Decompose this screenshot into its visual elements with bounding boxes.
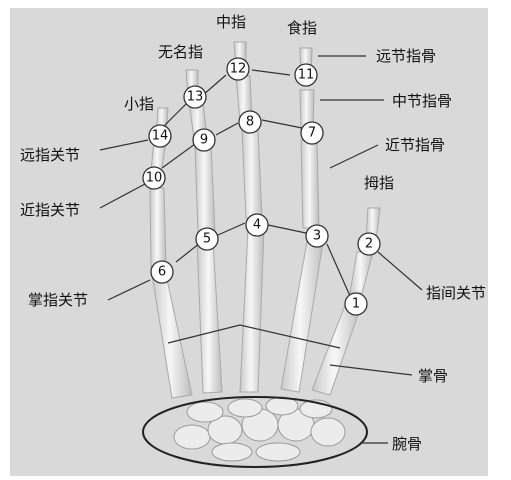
joint-marker-13: 13 — [184, 86, 206, 108]
svg-text:5: 5 — [203, 232, 211, 247]
joint-marker-9: 9 — [193, 129, 215, 151]
label-middle-finger: 中指 — [216, 13, 246, 31]
joint-marker-14: 14 — [149, 125, 171, 147]
joint-marker-5: 5 — [196, 228, 218, 250]
joint-marker-10: 10 — [143, 167, 165, 189]
svg-text:13: 13 — [187, 90, 204, 105]
joint-marker-2: 2 — [358, 233, 380, 255]
joint-marker-8: 8 — [239, 111, 261, 133]
svg-text:11: 11 — [298, 68, 315, 83]
joint-marker-7: 7 — [301, 122, 323, 144]
label-index-finger: 食指 — [287, 19, 317, 37]
svg-text:3: 3 — [313, 229, 321, 244]
label-distal-phalanx: 远节指骨 — [376, 47, 436, 65]
svg-text:14: 14 — [152, 129, 169, 144]
joint-marker-6: 6 — [151, 261, 173, 283]
label-little-finger: 小指 — [124, 95, 154, 113]
svg-text:2: 2 — [365, 237, 373, 252]
svg-text:1: 1 — [352, 297, 360, 312]
label-dip-joint: 远指关节 — [20, 146, 80, 164]
svg-text:6: 6 — [158, 265, 166, 280]
svg-text:7: 7 — [308, 126, 316, 141]
svg-text:8: 8 — [246, 115, 254, 130]
joint-marker-4: 4 — [246, 214, 268, 236]
label-proximal-phalanx: 近节指骨 — [385, 136, 445, 154]
label-carpal: 腕骨 — [392, 435, 422, 453]
label-metacarpal: 掌骨 — [418, 367, 448, 385]
label-thumb: 拇指 — [364, 174, 394, 192]
svg-text:9: 9 — [200, 133, 208, 148]
joint-marker-11: 11 — [295, 64, 317, 86]
svg-text:10: 10 — [146, 171, 163, 186]
joint-marker-1: 1 — [345, 293, 367, 315]
joint-marker-3: 3 — [306, 225, 328, 247]
label-middle-phalanx: 中节指骨 — [392, 92, 452, 110]
label-ip-joint: 指间关节 — [426, 284, 486, 302]
label-mcp-joint: 掌指关节 — [28, 291, 88, 309]
svg-text:4: 4 — [253, 218, 261, 233]
label-ring-finger: 无名指 — [158, 43, 203, 61]
svg-text:12: 12 — [230, 62, 247, 77]
joint-marker-12: 12 — [227, 58, 249, 80]
label-pip-joint: 近指关节 — [20, 201, 80, 219]
